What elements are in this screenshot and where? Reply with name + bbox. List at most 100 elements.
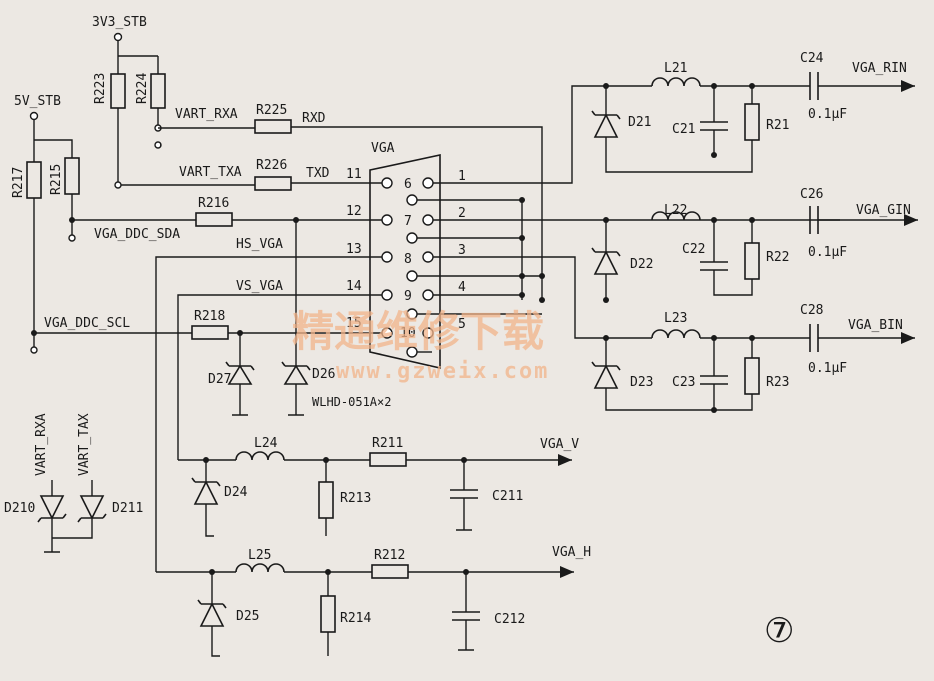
label-r211: R211 bbox=[372, 436, 403, 451]
label-r212: R212 bbox=[374, 548, 405, 563]
resistor-r22 bbox=[744, 242, 760, 280]
net-vga-ddc-sda: VGA_DDC_SDA bbox=[94, 227, 180, 242]
label-r226: R226 bbox=[256, 158, 287, 173]
pin-9: 9 bbox=[404, 289, 412, 304]
net-vart-rxa-vertical: VART_RXA bbox=[34, 413, 49, 476]
capacitor-c22 bbox=[700, 261, 728, 271]
label-c21: C21 bbox=[672, 122, 695, 137]
resistor-r213 bbox=[318, 481, 334, 519]
net-vga-bin: VGA_BIN bbox=[848, 318, 903, 333]
diode-d23 bbox=[591, 361, 621, 389]
label-r223: R223 bbox=[93, 73, 108, 104]
label-c26: C26 bbox=[800, 187, 823, 202]
resistor-r212 bbox=[371, 564, 409, 579]
watermark: 精通维修下载 www.gzweix.com bbox=[292, 307, 549, 384]
net-vart-txa: VART_TXA bbox=[179, 165, 242, 180]
label-r214: R214 bbox=[340, 611, 371, 626]
pin-2: 2 bbox=[458, 206, 466, 221]
label-d23: D23 bbox=[630, 375, 653, 390]
pin-15: 15 bbox=[346, 316, 362, 331]
pin-10: 10 bbox=[400, 326, 416, 341]
watermark-cn: 精通维修下载 bbox=[292, 307, 544, 356]
resistor-r215 bbox=[64, 157, 80, 195]
inductor-l25 bbox=[235, 563, 285, 573]
diode-d27 bbox=[225, 361, 255, 385]
diode-d210 bbox=[37, 495, 67, 523]
label-r21: R21 bbox=[766, 118, 789, 133]
net-vga-h: VGA_H bbox=[552, 545, 591, 560]
label-r215: R215 bbox=[49, 164, 64, 195]
label-c28: C28 bbox=[800, 303, 823, 318]
net-vga-v: VGA_V bbox=[540, 437, 579, 452]
connector-name: VGA bbox=[371, 141, 395, 156]
label-c211: C211 bbox=[492, 489, 523, 504]
uart-clamp-diodes: VART_RXA VART_TAX D210 D211 bbox=[4, 413, 143, 553]
vga-connector: VGA 11 12 13 14 15 6 7 8 9 10 1 2 3 4 5 bbox=[312, 85, 840, 409]
net-hs-vga: HS_VGA bbox=[236, 237, 283, 252]
terminal-3v3 bbox=[113, 32, 123, 42]
resistor-r217 bbox=[26, 161, 42, 199]
capacitor-c211 bbox=[450, 489, 478, 499]
resistor-r223 bbox=[110, 73, 126, 109]
net-vga-gin: VGA_GIN bbox=[856, 203, 911, 218]
resistor-r218 bbox=[191, 325, 229, 340]
label-l21: L21 bbox=[664, 61, 687, 76]
net-vga-rin: VGA_RIN bbox=[852, 61, 907, 76]
diode-d22 bbox=[591, 247, 621, 275]
net-vart-tax-vertical: VART_TAX bbox=[77, 413, 92, 476]
label-c23: C23 bbox=[672, 375, 695, 390]
inductor-l24 bbox=[235, 451, 285, 461]
label-r216: R216 bbox=[198, 196, 229, 211]
label-r213: R213 bbox=[340, 491, 371, 506]
resistor-r226 bbox=[254, 176, 292, 191]
label-c22: C22 bbox=[682, 242, 705, 257]
inductor-l23 bbox=[651, 329, 701, 339]
diode-d21 bbox=[591, 110, 621, 138]
capacitor-c21 bbox=[700, 121, 728, 131]
pin-3: 3 bbox=[458, 243, 466, 258]
label-r22: R22 bbox=[766, 250, 789, 265]
label-c24: C24 bbox=[800, 51, 824, 66]
value-c26: 0.1μF bbox=[808, 245, 847, 260]
label-l24: L24 bbox=[254, 436, 278, 451]
connector-part-number: WLHD-051A×2 bbox=[312, 395, 391, 409]
value-c24: 0.1μF bbox=[808, 107, 847, 122]
net-rxd: RXD bbox=[302, 111, 326, 126]
label-d27: D27 bbox=[208, 372, 231, 387]
value-c28: 0.1μF bbox=[808, 361, 847, 376]
resistor-r225 bbox=[254, 119, 292, 134]
label-d211: D211 bbox=[112, 501, 143, 516]
pin-1: 1 bbox=[458, 169, 466, 184]
capacitor-c28 bbox=[809, 324, 819, 352]
label-d26: D26 bbox=[312, 367, 335, 382]
label-d25: D25 bbox=[236, 609, 259, 624]
pin-5: 5 bbox=[458, 317, 466, 332]
figure-number: ⑦ bbox=[764, 611, 794, 651]
resistor-r211 bbox=[369, 452, 407, 467]
watermark-url: www.gzweix.com bbox=[336, 359, 549, 384]
label-r224: R224 bbox=[135, 73, 150, 104]
figure-number-label: ⑦ bbox=[764, 611, 794, 651]
diode-d26 bbox=[281, 361, 311, 385]
inductor-l21 bbox=[651, 77, 701, 87]
pin-12: 12 bbox=[346, 204, 362, 219]
label-r218: R218 bbox=[194, 309, 225, 324]
resistor-r216 bbox=[195, 212, 233, 227]
resistor-r21 bbox=[744, 103, 760, 141]
pin-7: 7 bbox=[404, 214, 412, 229]
label-l23: L23 bbox=[664, 311, 687, 326]
diode-d25 bbox=[197, 599, 227, 627]
label-l22: L22 bbox=[664, 203, 687, 218]
net-txd: TXD bbox=[306, 166, 330, 181]
pin-14: 14 bbox=[346, 279, 362, 294]
capacitor-c24 bbox=[809, 72, 819, 100]
resistor-r23 bbox=[744, 357, 760, 395]
pin-8: 8 bbox=[404, 252, 412, 267]
red-channel: D21 L21 C21 R21 C24 0.1μF VGA_RIN bbox=[591, 51, 915, 173]
pin-4: 4 bbox=[458, 280, 466, 295]
vsync-filter: D24 L24 R213 R211 C211 VGA_V bbox=[178, 436, 579, 537]
capacitor-c23 bbox=[700, 375, 728, 385]
label-c212: C212 bbox=[494, 612, 525, 627]
uart-ddc-section: 3V3_STB R223 R224 VART_RXA R225 RXD VART… bbox=[11, 15, 543, 572]
